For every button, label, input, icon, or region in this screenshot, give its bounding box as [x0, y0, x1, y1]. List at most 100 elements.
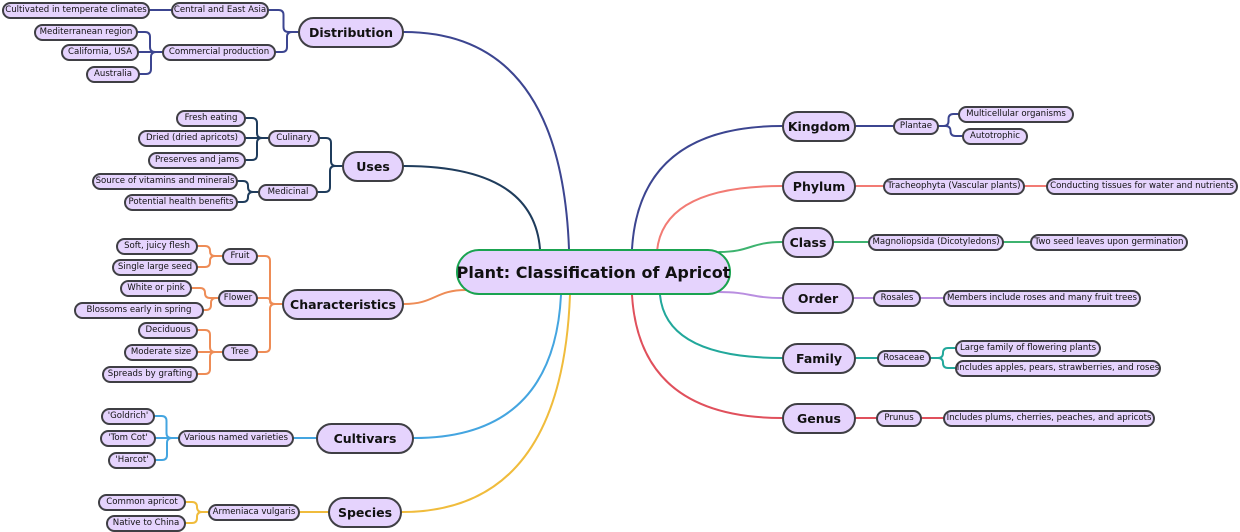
branch-kingdom-label: Kingdom	[787, 118, 851, 134]
leaf-autotrophic[interactable]: Autotrophic	[962, 127, 1028, 145]
node-tree[interactable]: Tree	[222, 343, 258, 361]
node-central-and-east-asia[interactable]: Central and East Asia	[171, 1, 269, 19]
connector-class	[718, 241, 783, 253]
connector-distribution	[403, 31, 570, 250]
leaf-two-seed-leaves-upon-germination[interactable]: Two seed leaves upon germination	[1030, 233, 1188, 251]
node-fruit-label: Fruit	[230, 251, 250, 261]
node-fruit[interactable]: Fruit	[222, 247, 258, 265]
leaf-australia[interactable]: Australia	[86, 65, 140, 83]
node-central-and-east-asia-label: Central and East Asia	[173, 5, 267, 15]
connector-potential-health-benefits	[237, 191, 259, 203]
leaf-single-large-seed-label: Single large seed	[117, 262, 193, 272]
root-node[interactable]: Plant: Classification of Apricot	[456, 249, 731, 295]
node-flower[interactable]: Flower	[218, 289, 258, 307]
connector-genus	[631, 294, 783, 419]
connector-medicinal	[317, 165, 343, 193]
node-rosales[interactable]: Rosales	[873, 289, 921, 307]
connector-culinary	[319, 137, 343, 167]
connector-australia	[139, 51, 163, 75]
node-armeniaca-vulgaris[interactable]: Armeniaca vulgaris	[208, 503, 300, 521]
node-rosaceae[interactable]: Rosaceae	[877, 349, 931, 367]
leaf-cultivated-in-temperate-climates[interactable]: Cultivated in temperate climates	[2, 1, 150, 19]
branch-distribution[interactable]: Distribution	[298, 16, 404, 48]
node-various-named-varieties[interactable]: Various named varieties	[178, 429, 294, 447]
branch-order[interactable]: Order	[782, 282, 854, 314]
connector-goldrich	[154, 415, 179, 439]
leaf-potential-health-benefits[interactable]: Potential health benefits	[124, 193, 238, 211]
leaf-goldrich[interactable]: 'Goldrich'	[101, 407, 155, 425]
leaf-moderate-size[interactable]: Moderate size	[124, 343, 198, 361]
connector-autotrophic	[938, 125, 963, 137]
leaf-single-large-seed[interactable]: Single large seed	[112, 258, 198, 276]
connector-phylum	[656, 185, 783, 252]
connector-central-and-east-asia	[268, 9, 299, 33]
branch-cultivars[interactable]: Cultivars	[316, 422, 414, 454]
branch-phylum[interactable]: Phylum	[782, 170, 856, 202]
leaf-moderate-size-label: Moderate size	[130, 347, 192, 357]
node-various-named-varieties-label: Various named varieties	[184, 433, 288, 443]
leaf-fresh-eating[interactable]: Fresh eating	[176, 109, 246, 127]
branch-genus[interactable]: Genus	[782, 402, 856, 434]
node-tracheophyta-vascular-plants[interactable]: Tracheophyta (Vascular plants)	[883, 177, 1025, 195]
leaf-mediterranean-region[interactable]: Mediterranean region	[34, 23, 138, 41]
leaf-includes-plums-cherries-peaches-and-apricots[interactable]: Includes plums, cherries, peaches, and a…	[943, 409, 1155, 427]
branch-family-label: Family	[796, 350, 842, 366]
leaf-mediterranean-region-label: Mediterranean region	[39, 27, 133, 37]
leaf-tom-cot[interactable]: 'Tom Cot'	[100, 429, 156, 447]
connector-native-to-china	[185, 511, 209, 524]
branch-characteristics[interactable]: Characteristics	[282, 288, 404, 320]
leaf-includes-apples-pears-strawberries-and-roses[interactable]: Includes apples, pears, strawberries, an…	[955, 359, 1161, 377]
connector-preserves-and-jams	[245, 137, 269, 161]
connector-kingdom	[631, 125, 783, 250]
node-commercial-production[interactable]: Commercial production	[162, 43, 276, 61]
leaf-white-or-pink[interactable]: White or pink	[120, 279, 192, 297]
leaf-australia-label: Australia	[94, 69, 133, 79]
connector-white-or-pink	[191, 287, 219, 299]
branch-species[interactable]: Species	[328, 496, 402, 528]
leaf-blossoms-early-in-spring[interactable]: Blossoms early in spring	[74, 301, 204, 319]
node-rosaceae-label: Rosaceae	[883, 353, 925, 363]
node-magnoliopsida-dicotyledons-label: Magnoliopsida (Dicotyledons)	[872, 237, 1000, 247]
node-plantae[interactable]: Plantae	[893, 117, 939, 135]
node-prunus-label: Prunus	[884, 413, 914, 423]
leaf-preserves-and-jams[interactable]: Preserves and jams	[148, 151, 246, 169]
node-culinary[interactable]: Culinary	[268, 129, 320, 147]
leaf-native-to-china[interactable]: Native to China	[106, 514, 186, 532]
leaf-spreads-by-grafting[interactable]: Spreads by grafting	[102, 365, 198, 383]
branch-kingdom[interactable]: Kingdom	[782, 110, 856, 142]
branch-class[interactable]: Class	[782, 226, 834, 258]
leaf-two-seed-leaves-upon-germination-label: Two seed leaves upon germination	[1034, 237, 1184, 247]
branch-cultivars-label: Cultivars	[333, 430, 397, 446]
leaf-soft-juicy-flesh-label: Soft, juicy flesh	[124, 241, 190, 251]
leaf-source-of-vitamins-and-minerals[interactable]: Source of vitamins and minerals	[92, 172, 238, 190]
node-prunus[interactable]: Prunus	[876, 409, 922, 427]
node-medicinal-label: Medicinal	[267, 187, 309, 197]
connector-characteristics	[403, 289, 467, 305]
connector-fresh-eating	[245, 117, 269, 139]
node-tracheophyta-vascular-plants-label: Tracheophyta (Vascular plants)	[887, 181, 1021, 191]
leaf-soft-juicy-flesh[interactable]: Soft, juicy flesh	[116, 237, 198, 255]
leaf-large-family-of-flowering-plants[interactable]: Large family of flowering plants	[955, 339, 1101, 357]
leaf-deciduous[interactable]: Deciduous	[138, 321, 198, 339]
leaf-preserves-and-jams-label: Preserves and jams	[155, 155, 239, 165]
branch-distribution-label: Distribution	[308, 24, 394, 40]
leaf-california-usa[interactable]: California, USA	[61, 43, 139, 61]
leaf-includes-plums-cherries-peaches-and-apricots-label: Includes plums, cherries, peaches, and a…	[946, 413, 1152, 423]
connector-order	[718, 291, 783, 299]
connector-large-family-of-flowering-plants	[930, 347, 956, 359]
leaf-multicellular-organisms[interactable]: Multicellular organisms	[958, 105, 1074, 123]
connector-uses	[403, 165, 541, 250]
branch-family[interactable]: Family	[782, 342, 856, 374]
leaf-harcot[interactable]: 'Harcot'	[108, 451, 156, 469]
leaf-conducting-tissues-for-water-and-nutrients[interactable]: Conducting tissues for water and nutrien…	[1046, 177, 1238, 195]
connector-single-large-seed	[197, 255, 223, 268]
leaf-members-include-roses-and-many-fruit-trees[interactable]: Members include roses and many fruit tre…	[943, 289, 1141, 307]
leaf-fresh-eating-label: Fresh eating	[184, 113, 238, 123]
leaf-potential-health-benefits-label: Potential health benefits	[128, 197, 234, 207]
leaf-dried-dried-apricots[interactable]: Dried (dried apricots)	[138, 129, 246, 147]
node-magnoliopsida-dicotyledons[interactable]: Magnoliopsida (Dicotyledons)	[868, 233, 1004, 251]
leaf-common-apricot[interactable]: Common apricot	[98, 493, 186, 511]
node-medicinal[interactable]: Medicinal	[258, 183, 318, 201]
branch-uses[interactable]: Uses	[342, 150, 404, 182]
